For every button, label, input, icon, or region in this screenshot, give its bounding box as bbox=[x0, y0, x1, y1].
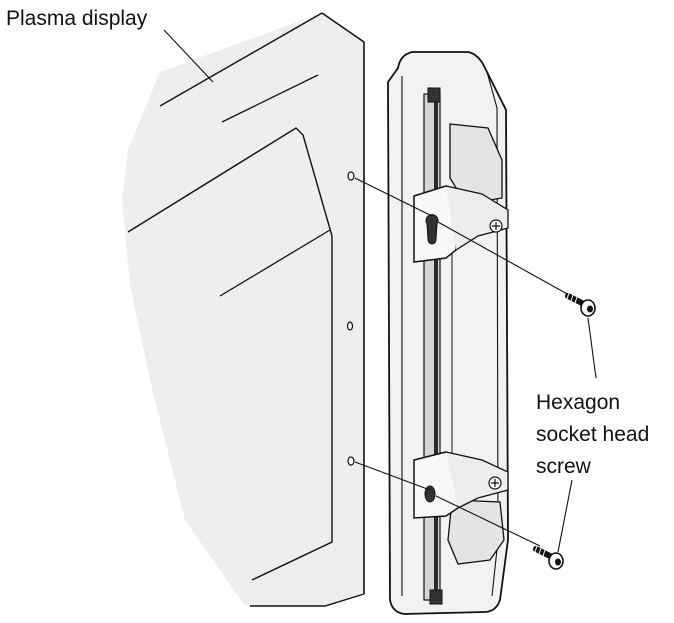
plasma-display-right-edge bbox=[321, 12, 365, 594]
mounting-hole-top bbox=[347, 171, 355, 181]
screw-lower-thread-marks bbox=[534, 545, 546, 557]
alignment-lines bbox=[354, 177, 579, 547]
plasma-display-bottom-edge bbox=[250, 593, 365, 607]
alignment-line-upper bbox=[354, 177, 433, 217]
plasma-display-inner-frame bbox=[127, 127, 333, 581]
hexagon-screw-label-line1: Hexagon bbox=[536, 391, 621, 414]
bracket-lower-block bbox=[447, 499, 505, 565]
screw-lower-socket bbox=[555, 558, 561, 566]
leader-plasma-display bbox=[163, 29, 214, 83]
bracket-side-rib bbox=[486, 71, 499, 597]
plasma-display-inner-line bbox=[219, 229, 331, 297]
upper-hook-plate-flange bbox=[445, 185, 509, 251]
screw-upper-socket bbox=[587, 305, 593, 313]
screw-lower-thread bbox=[533, 546, 553, 559]
upper-keyhole bbox=[425, 214, 439, 245]
bracket-upper-block bbox=[449, 123, 503, 205]
lower-hook-plate-flange bbox=[445, 451, 509, 509]
alignment-line-lower-to-screw bbox=[435, 495, 541, 547]
rail-top-clip bbox=[427, 87, 441, 103]
leader-screw-upper bbox=[587, 317, 597, 379]
lower-plate-screw-cross bbox=[491, 479, 499, 487]
rail-bottom-clip bbox=[429, 589, 443, 605]
mounting-hole-middle bbox=[346, 321, 354, 331]
plasma-display-shape bbox=[122, 13, 364, 606]
hexagon-screw-label: Hexagon socket head screw bbox=[536, 387, 649, 483]
leader-screw-lower bbox=[557, 479, 573, 553]
hexagon-screw-label-line2: socket head bbox=[536, 423, 650, 446]
alignment-line-upper-to-screw bbox=[437, 221, 579, 301]
plasma-display-inner-line bbox=[221, 74, 319, 123]
plasma-display-panel bbox=[122, 12, 365, 607]
lower-keyhole bbox=[424, 485, 436, 503]
hexagon-screw-label-line3: screw bbox=[536, 455, 591, 478]
mounting-hole-bottom bbox=[347, 456, 355, 466]
hexagon-screw-upper bbox=[565, 292, 596, 317]
plasma-display-top-edge bbox=[159, 12, 323, 107]
alignment-line-lower bbox=[354, 461, 431, 491]
screw-upper-thread-marks bbox=[566, 292, 578, 304]
screw-upper-thread bbox=[565, 293, 585, 306]
upper-plate-screw-cross bbox=[492, 222, 500, 230]
hexagon-screw-lower bbox=[533, 545, 564, 570]
mounting-bracket-unit bbox=[387, 51, 509, 615]
leader-lines bbox=[163, 29, 597, 553]
plasma-display-label: Plasma display bbox=[6, 7, 148, 30]
